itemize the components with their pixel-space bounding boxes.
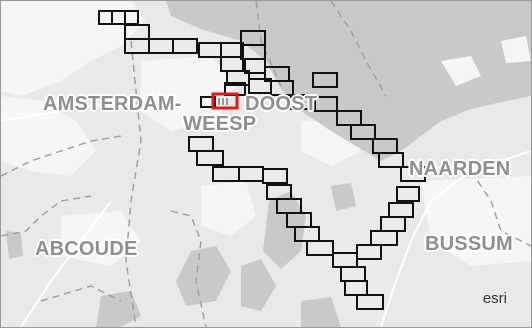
label-amsterdam: AMSTERDAM-: [43, 93, 182, 115]
grid-cell[interactable]: [356, 294, 384, 310]
grid-cell[interactable]: [336, 110, 362, 126]
water-islands: [441, 36, 531, 86]
label-doost: DOOST: [245, 93, 318, 115]
grid-cell[interactable]: [196, 150, 224, 166]
grid-cell[interactable]: [312, 72, 338, 88]
grid-cells-layer: [98, 10, 426, 310]
grid-cell[interactable]: [200, 96, 216, 108]
water-bodies: [6, 1, 531, 327]
road-network: [1, 95, 531, 327]
urban-areas: [1, 1, 531, 266]
label-naarden: NAARDEN: [409, 158, 511, 180]
grid-cell[interactable]: [378, 152, 404, 168]
grid-cell[interactable]: [350, 124, 376, 140]
grid-cell[interactable]: [396, 186, 420, 202]
label-abcoude: ABCOUDE: [35, 238, 138, 260]
selected-grid-cell[interactable]: [211, 92, 239, 110]
grid-cell[interactable]: [270, 80, 294, 96]
selected-cell-hatch: [218, 98, 228, 105]
grid-cell[interactable]: [314, 96, 338, 112]
label-weesp: WEESP: [183, 113, 257, 135]
grid-cell[interactable]: [400, 166, 426, 182]
grid-cell[interactable]: [172, 38, 198, 54]
grid-cell[interactable]: [306, 240, 334, 256]
label-bussum: BUSSUM: [425, 233, 513, 255]
grid-cell[interactable]: [370, 230, 398, 246]
grid-cell[interactable]: [262, 168, 288, 184]
esri-attribution: esri: [482, 290, 507, 307]
